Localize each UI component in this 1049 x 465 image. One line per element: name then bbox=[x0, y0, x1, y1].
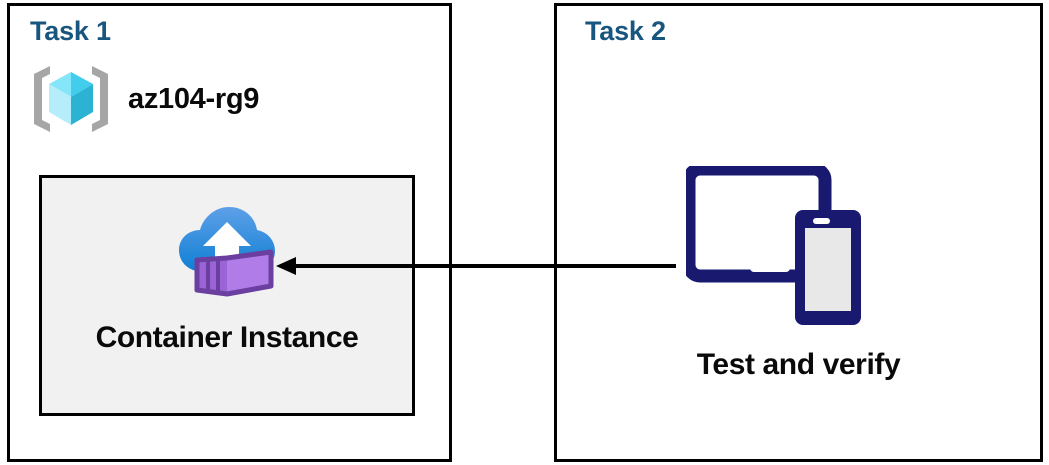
flow-arrow bbox=[276, 257, 676, 275]
resource-group-row: az104-rg9 bbox=[30, 62, 259, 136]
resource-group-label: az104-rg9 bbox=[128, 82, 260, 115]
test-and-verify-label: Test and verify bbox=[696, 348, 901, 381]
task-1-heading: Task 1 bbox=[30, 16, 111, 46]
task-1-panel bbox=[7, 3, 452, 462]
tablet-and-phone-icon bbox=[686, 166, 861, 325]
container-instance-box: Container Instance bbox=[39, 175, 415, 416]
container-instance-label: Container Instance bbox=[95, 321, 359, 354]
azure-container-instance-icon bbox=[179, 207, 275, 297]
task-2-panel bbox=[554, 3, 1043, 462]
azure-resource-group-icon bbox=[34, 66, 108, 132]
task-2-heading: Task 2 bbox=[585, 16, 666, 46]
